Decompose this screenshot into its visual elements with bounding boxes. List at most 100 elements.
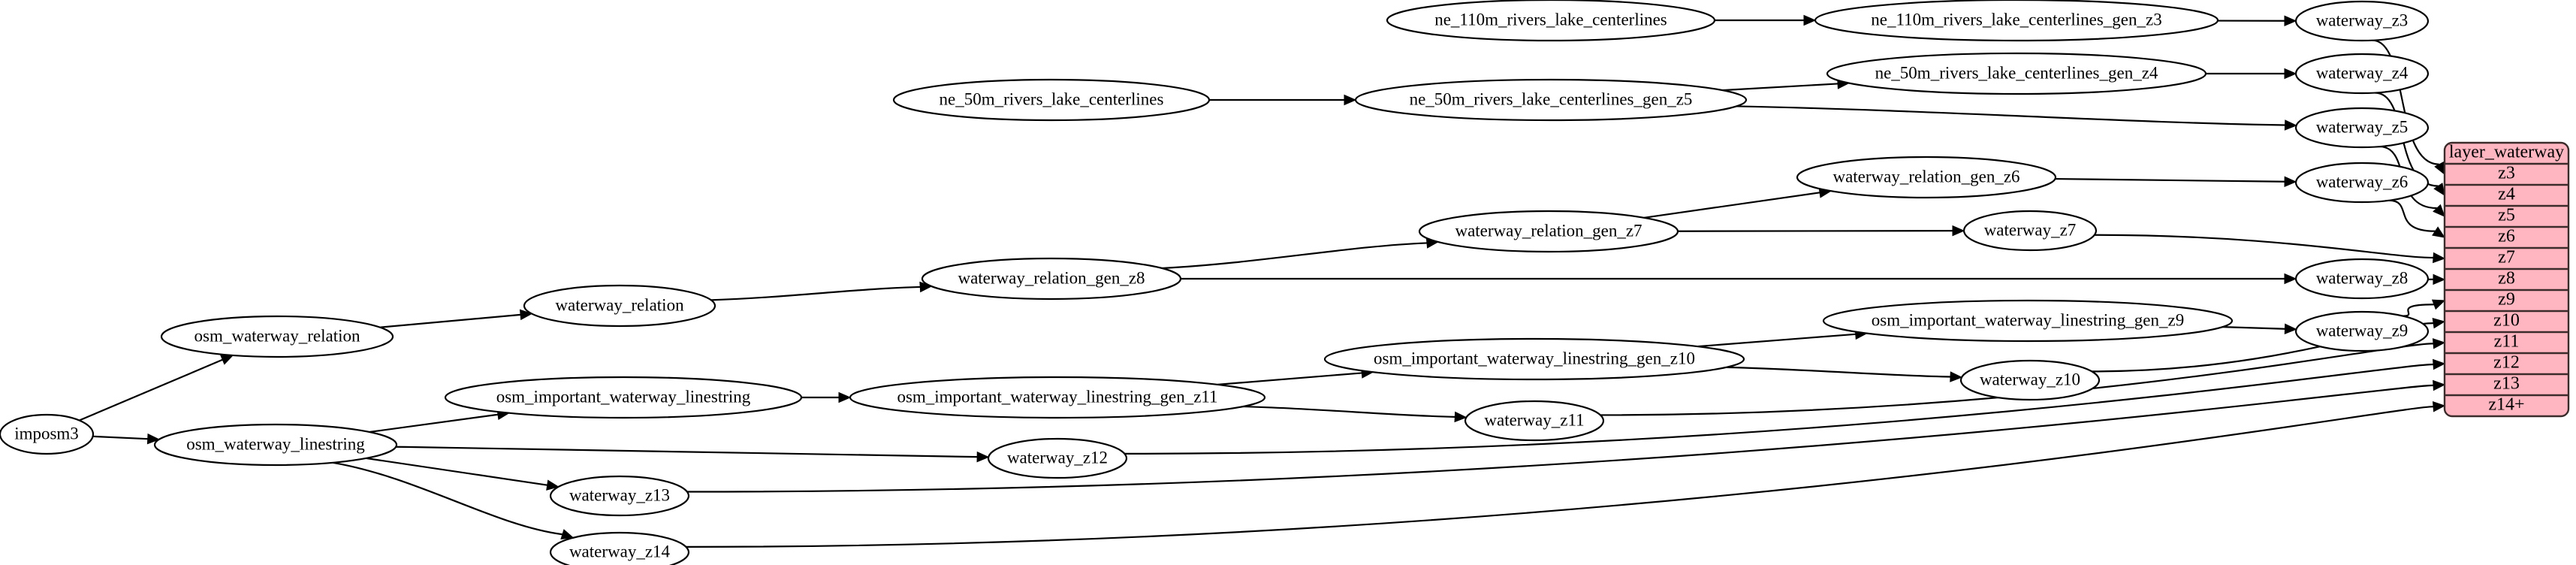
- node-ellipse: [523, 284, 716, 328]
- node-waterway_z11[interactable]: waterway_z11: [1464, 400, 1605, 442]
- node-waterway_z6[interactable]: waterway_z6: [2294, 162, 2430, 204]
- edge-osm_waterway_linestring-to-waterway_z13: [366, 457, 547, 486]
- edge-waterway_z7-to-layer_waterway-z7: [2094, 234, 2434, 259]
- node-waterway_relation[interactable]: waterway_relation: [523, 284, 716, 328]
- table-row-z12[interactable]: z12: [2493, 353, 2520, 373]
- node-ellipse: [2294, 258, 2430, 300]
- node-ellipse: [549, 475, 690, 517]
- node-waterway_relation_gen_z7[interactable]: waterway_relation_gen_z7: [1418, 210, 1679, 253]
- edge-ne_50m_rivers_lake_centerlines_gen_z5-to-ne_50m_rivers_lake_centerlines_gen_z4: [1722, 83, 1838, 92]
- arrow-head-icon: [2284, 323, 2297, 335]
- node-label: osm_important_waterway_linestring: [496, 387, 751, 406]
- node-ne_50m_rivers_lake_centerlines[interactable]: ne_50m_rivers_lake_centerlines: [892, 78, 1211, 122]
- node-ne_50m_rivers_lake_centerlines_gen_z4[interactable]: ne_50m_rivers_lake_centerlines_gen_z4: [1826, 52, 2207, 95]
- node-waterway_z14[interactable]: waterway_z14: [549, 531, 690, 565]
- arrow-head-icon: [2433, 379, 2446, 391]
- node-ellipse: [987, 437, 1128, 479]
- edge-osm_important_waterway_linestring_gen_z11-to-waterway_z11: [1242, 405, 1455, 418]
- arrow-head-icon: [2284, 15, 2297, 27]
- node-ellipse: [153, 423, 398, 467]
- edge-ne_50m_rivers_lake_centerlines_gen_z5-to-waterway_z5: [1736, 105, 2285, 126]
- node-imposm3[interactable]: imposm3: [0, 413, 95, 455]
- node-waterway_relation_gen_z6[interactable]: waterway_relation_gen_z6: [1796, 156, 2057, 199]
- node-osm_important_waterway_linestring[interactable]: osm_important_waterway_linestring: [444, 376, 803, 419]
- table-row-z5[interactable]: z5: [2498, 206, 2515, 225]
- node-waterway_z10[interactable]: waterway_z10: [1959, 359, 2101, 401]
- table-row-z7[interactable]: z7: [2498, 248, 2515, 267]
- node-waterway_z5[interactable]: waterway_z5: [2294, 107, 2430, 149]
- node-osm_important_waterway_linestring_gen_z11[interactable]: osm_important_waterway_linestring_gen_z1…: [849, 376, 1266, 419]
- table-row-z8[interactable]: z8: [2498, 269, 2515, 289]
- node-ne_110m_rivers_lake_centerlines[interactable]: ne_110m_rivers_lake_centerlines: [1386, 0, 1716, 42]
- node-waterway_z4[interactable]: waterway_z4: [2294, 53, 2430, 95]
- node-ne_50m_rivers_lake_centerlines_gen_z5[interactable]: ne_50m_rivers_lake_centerlines_gen_z5: [1354, 78, 1748, 122]
- edge-waterway_z3-to-layer_waterway-z3: [2372, 39, 2439, 165]
- edge-osm_waterway_linestring-to-osm_important_waterway_linestring: [369, 413, 499, 434]
- node-ellipse: [1796, 156, 2057, 199]
- node-ellipse: [1464, 400, 1605, 442]
- layer-waterway-table-header: layer_waterway: [2449, 143, 2564, 162]
- node-ellipse: [0, 413, 95, 455]
- node-waterway_z8[interactable]: waterway_z8: [2294, 258, 2430, 300]
- arrow-head-icon: [2432, 401, 2446, 412]
- arrow-head-icon: [2284, 119, 2297, 131]
- arrow-head-icon: [2284, 273, 2297, 285]
- node-waterway_z13[interactable]: waterway_z13: [549, 475, 690, 517]
- node-label: waterway_z7: [1984, 220, 2077, 239]
- table-row-z10[interactable]: z10: [2493, 311, 2520, 331]
- node-osm_waterway_relation[interactable]: osm_waterway_relation: [160, 315, 394, 358]
- node-label: waterway_z13: [569, 485, 670, 504]
- edge-osm_important_waterway_linestring_gen_z11-to-osm_important_waterway_linestring_gen_z10: [1217, 372, 1362, 385]
- node-label: waterway_z10: [1980, 370, 2080, 388]
- node-waterway_z3[interactable]: waterway_z3: [2294, 0, 2430, 42]
- node-label: waterway_z4: [2316, 63, 2409, 82]
- node-ellipse: [1354, 78, 1748, 122]
- arrow-head-icon: [2284, 176, 2297, 188]
- node-waterway_relation_gen_z8[interactable]: waterway_relation_gen_z8: [921, 257, 1182, 301]
- node-ne_110m_rivers_lake_centerlines_gen_z3[interactable]: ne_110m_rivers_lake_centerlines_gen_z3: [1814, 0, 2219, 42]
- table-row-z9[interactable]: z9: [2498, 290, 2515, 310]
- node-label: ne_50m_rivers_lake_centerlines_gen_z5: [1410, 89, 1693, 108]
- node-osm_important_waterway_linestring_gen_z10[interactable]: osm_important_waterway_linestring_gen_z1…: [1323, 337, 1745, 381]
- node-label: waterway_relation_gen_z6: [1832, 167, 2019, 186]
- arrow-head-icon: [2433, 252, 2446, 264]
- edge-osm_important_waterway_linestring_gen_z10-to-waterway_z10: [1726, 366, 1951, 378]
- node-waterway_z12[interactable]: waterway_z12: [987, 437, 1128, 479]
- arrow-head-icon: [519, 309, 533, 321]
- arrow-head-icon: [2433, 358, 2446, 370]
- node-label: waterway_z12: [1007, 448, 1108, 467]
- node-waterway_z9[interactable]: waterway_z9: [2294, 310, 2430, 352]
- edge-waterway_z13-to-layer_waterway-z13: [686, 384, 2434, 493]
- node-ellipse: [1822, 299, 2234, 343]
- node-ellipse: [549, 531, 690, 565]
- arrow-head-icon: [2432, 338, 2446, 349]
- node-label: waterway_z14: [569, 542, 671, 560]
- node-label: osm_waterway_linestring: [186, 434, 365, 453]
- node-waterway_z7[interactable]: waterway_z7: [1962, 210, 2098, 252]
- arrow-head-icon: [1952, 225, 1965, 237]
- table-row-z3[interactable]: z3: [2498, 164, 2515, 183]
- node-osm_waterway_linestring[interactable]: osm_waterway_linestring: [153, 423, 398, 467]
- table-row-z4[interactable]: z4: [2498, 185, 2515, 204]
- node-osm_important_waterway_linestring_gen_z9[interactable]: osm_important_waterway_linestring_gen_z9: [1822, 299, 2234, 343]
- edge-waterway_z6-to-layer_waterway-z6: [2388, 199, 2436, 232]
- node-label: imposm3: [14, 424, 79, 443]
- arrow-head-icon: [1454, 411, 1467, 423]
- node-label: osm_waterway_relation: [195, 326, 360, 345]
- table-row-z14plus[interactable]: z14+: [2488, 395, 2524, 415]
- layer-waterway-table-body: [2443, 141, 2570, 418]
- table-row-z11[interactable]: z11: [2494, 332, 2520, 352]
- table-row-z13[interactable]: z13: [2493, 374, 2520, 394]
- table-row-z6[interactable]: z6: [2498, 227, 2515, 246]
- node-layer: imposm3 osm_waterway_relation osm_waterway…: [0, 0, 2430, 565]
- node-label: waterway_z3: [2316, 11, 2409, 29]
- arrow-head-icon: [2433, 273, 2446, 286]
- edge-osm_waterway_linestring-to-waterway_z12: [396, 446, 978, 458]
- node-ellipse: [2294, 53, 2430, 95]
- node-ellipse: [2294, 107, 2430, 149]
- arrow-head-icon: [1344, 94, 1357, 106]
- edge-imposm3-to-osm_waterway_linestring: [92, 435, 148, 440]
- node-label: waterway_z6: [2316, 172, 2409, 191]
- node-ellipse: [1962, 210, 2098, 252]
